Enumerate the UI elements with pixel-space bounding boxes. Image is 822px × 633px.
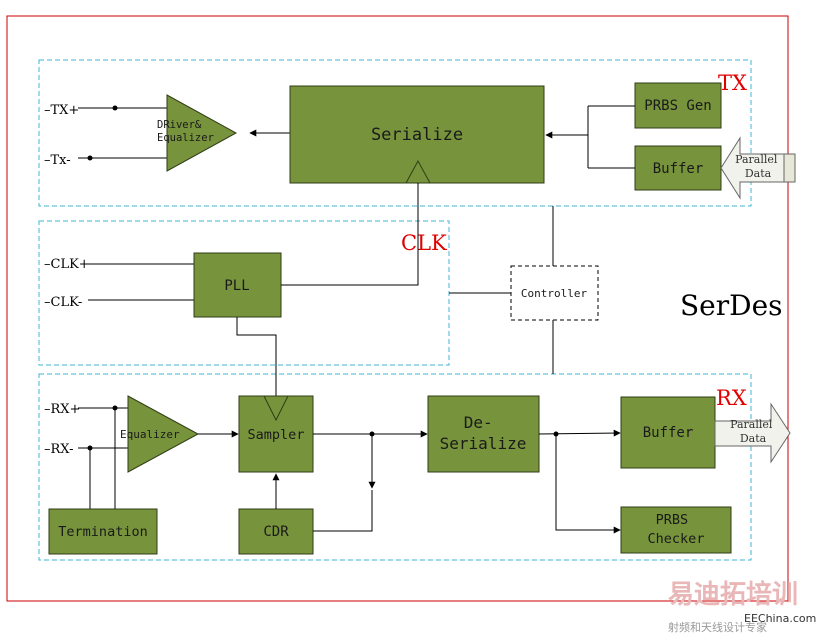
prbs-checker-label: PRBS Checker	[648, 512, 705, 547]
pin-tx-plus: –TX+	[44, 103, 79, 118]
rx-buffer-label: Buffer	[643, 425, 694, 441]
controller-label: Controller	[521, 287, 588, 300]
pin-clk-minus: –CLK-	[44, 295, 82, 310]
watermark-tagline: 射频和天线设计专家	[668, 620, 767, 633]
deserialize-block	[427, 395, 540, 473]
pin-tx-minus: –Tx-	[44, 153, 71, 168]
tx-minus-node	[87, 155, 93, 161]
serialize-label: Serialize	[371, 125, 463, 145]
prbs-gen-label: PRBS Gen	[644, 98, 711, 114]
sampler-clock-input-icon	[263, 395, 289, 422]
rx-equalizer-block	[127, 395, 200, 473]
serdes-title: SerDes	[680, 289, 783, 322]
termination-block	[48, 508, 158, 555]
tx-buffer-label: Buffer	[653, 161, 704, 177]
rx-equalizer-label: Equalizer	[120, 428, 180, 441]
rx-buffer-block	[620, 396, 716, 469]
clk-section-label: CLK	[401, 231, 447, 255]
deserialize-label: De- Serialize	[440, 413, 527, 453]
rx-region	[38, 373, 752, 561]
driver-equalizer-label: DRiver& Equalizer	[157, 119, 214, 144]
prbs-gen-block	[634, 82, 722, 129]
sampler-block	[238, 395, 314, 473]
pin-rx-plus: –RX+	[44, 402, 80, 417]
driver-equalizer-block	[166, 94, 238, 172]
cdr-label: CDR	[263, 524, 289, 540]
prbs-checker-block	[620, 506, 732, 554]
tx-section-label: TX	[718, 71, 747, 95]
cdr-block	[238, 508, 314, 555]
tx-parallel-data-label: Parallel Data	[735, 153, 781, 180]
tx-region	[38, 59, 752, 207]
tx-plus-node	[112, 105, 118, 111]
pin-clk-plus: –CLK+	[44, 257, 90, 272]
pin-rx-minus: –RX-	[44, 442, 73, 457]
pll-label: PLL	[224, 278, 249, 294]
watermark-brand: 易迪拓培训	[668, 580, 798, 610]
termination-label: Termination	[58, 524, 147, 540]
watermark-url: EEChina.com	[744, 612, 816, 625]
rx-parallel-data-label: Parallel Data	[730, 418, 776, 445]
sampler-label: Sampler	[248, 427, 305, 443]
outer-frame	[6, 15, 789, 602]
rx-parallel-data-arrow	[714, 402, 791, 464]
rx-section-label: RX	[716, 386, 747, 410]
controller-block	[510, 265, 599, 321]
